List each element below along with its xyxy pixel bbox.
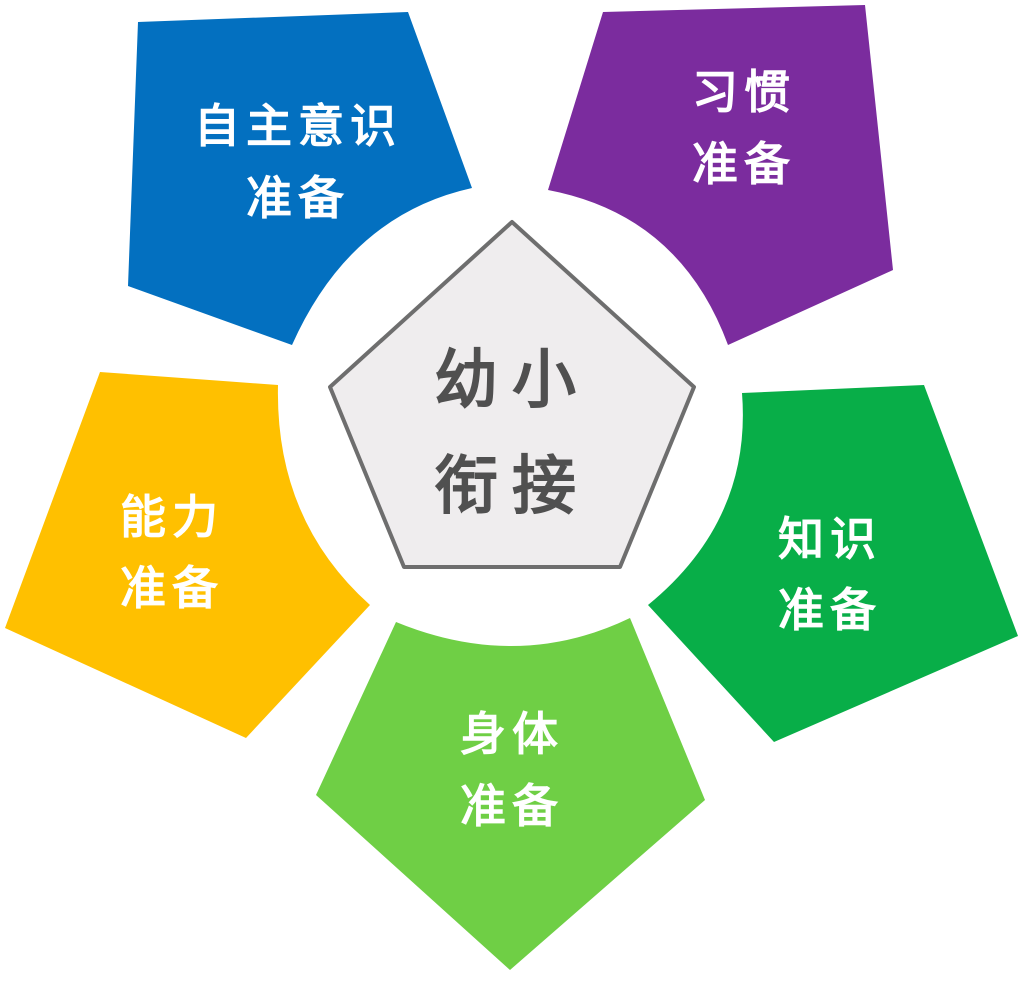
petal-self-awareness-shape xyxy=(128,12,472,345)
petal-ability-line1: 能力 xyxy=(120,490,224,544)
petal-knowledge-line2: 准备 xyxy=(778,583,882,637)
petal-body-shape xyxy=(316,618,705,970)
petal-knowledge-line1: 知识 xyxy=(778,512,882,566)
petal-knowledge-shape xyxy=(648,385,1018,742)
center-title-line2: 衔接 xyxy=(434,450,590,524)
petal-habit-shape xyxy=(548,5,893,345)
petal-ability-line2: 准备 xyxy=(120,561,224,615)
center-pentagon: 幼小 衔接 xyxy=(328,220,696,569)
petal-body-line2: 准备 xyxy=(460,779,564,833)
petal-habit-line2: 准备 xyxy=(692,137,796,191)
petal-ability-shape xyxy=(5,372,370,738)
petal-habit-line1: 习惯 xyxy=(692,65,796,119)
petal-habit: 习惯 准备 xyxy=(548,5,893,345)
petal-self-awareness: 自主意识 准备 xyxy=(128,12,472,345)
petal-body: 身体 准备 xyxy=(316,618,705,970)
center-pentagon-shape xyxy=(328,220,696,569)
petal-ability: 能力 准备 xyxy=(5,372,370,738)
petal-knowledge: 知识 准备 xyxy=(648,385,1018,742)
petal-self-awareness-line2: 准备 xyxy=(246,171,350,225)
petal-body-line1: 身体 xyxy=(460,707,564,761)
petal-self-awareness-line1: 自主意识 xyxy=(194,99,402,153)
center-title-line1: 幼小 xyxy=(434,344,590,418)
